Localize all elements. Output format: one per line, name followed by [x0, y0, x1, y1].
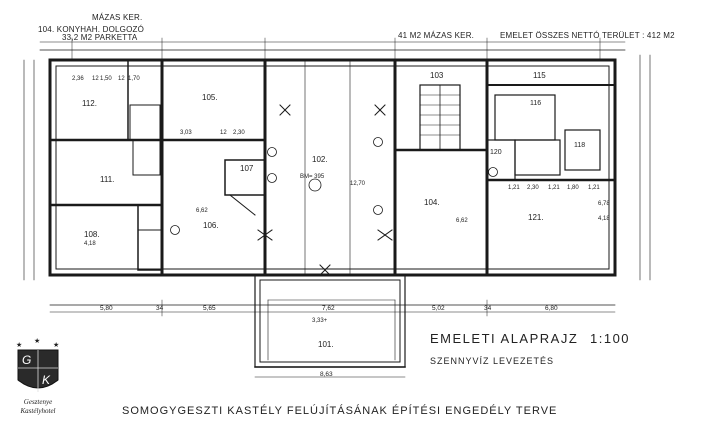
room-115-label: 115 [533, 71, 546, 80]
plan-scale: 1:100 [590, 331, 631, 346]
room-107-label: 107 [240, 164, 254, 173]
logo-star-3: ★ [53, 341, 59, 349]
dim-bottom-1: 34 [156, 305, 164, 312]
dim-misc-5: 3,03 [180, 130, 192, 136]
hotel-logo-shield: G K ★ ★ ★ [16, 337, 59, 392]
dim-misc-15: 1,21 [588, 185, 600, 191]
room-101-label: 101. [318, 340, 334, 349]
room-102-area: BM= 395 [300, 174, 325, 180]
dim-bottom-3: 7,62 [322, 305, 335, 312]
logo-star-1: ★ [16, 341, 22, 349]
dim-misc-0: 2,36 [72, 76, 84, 82]
dim-misc-9: 6,62 [196, 208, 208, 214]
dim-misc-7: 2,30 [233, 130, 245, 136]
room-111-label: 111. [100, 175, 114, 184]
plan-subtitle: SZENNYVÍZ LEVEZETÉS [430, 356, 555, 366]
room-112-label: 112. [82, 99, 97, 108]
project-title: SOMOGYGESZTI KASTÉLY FELÚJÍTÁSÁNAK ÉPÍTÉ… [122, 405, 558, 417]
room-103-label: 103 [430, 71, 444, 80]
note-total-area: EMELET ÖSSZES NETTÓ TERÜLET : 412 M2 [500, 31, 675, 40]
room-121-label: 121. [528, 213, 544, 222]
dim-misc-1: 12 [92, 76, 99, 82]
dim-bottom-0: 5,80 [100, 305, 113, 312]
dim-misc-16: 4,18 [84, 241, 96, 247]
dim-misc-3: 12 [118, 76, 125, 82]
room-120-label: 120 [490, 149, 502, 156]
dim-bottom-6: 6,80 [545, 305, 558, 312]
room-102-label: 102. [312, 155, 328, 164]
dim-bottom-2: 5,65 [203, 305, 216, 312]
dim-misc-13: 1,21 [548, 185, 560, 191]
logo-initial-g: G [22, 353, 31, 367]
room-118-label: 118 [574, 142, 585, 149]
dim-misc-11: 1,21 [508, 185, 520, 191]
dim-misc-14: 1,80 [567, 185, 579, 191]
dim-misc-10: 6,62 [456, 218, 468, 224]
room-108-label: 108. [84, 230, 100, 239]
note-konyhah: 104. KONYHAH. DOLGOZÓ [38, 25, 145, 34]
dim-misc-6: 12 [220, 130, 227, 136]
dim-misc-12: 2,30 [527, 185, 539, 191]
logo-initial-k: K [42, 373, 51, 387]
dim-misc-17: 6,78 [598, 201, 610, 207]
note-41m2: 41 M2 MÁZAS KER. [398, 31, 475, 40]
plan-title: EMELETI ALAPRAJZ [430, 331, 579, 346]
logo-name-line-1: Gesztenye [23, 398, 53, 406]
dim-terrace-width: 8,63 [320, 371, 333, 378]
dim-misc-2: 1,50 [100, 76, 112, 82]
logo-star-2: ★ [34, 337, 40, 345]
dim-terrace-inner: 3,33+ [312, 318, 328, 324]
dim-misc-8: 12,70 [350, 181, 366, 187]
room-116-label: 116 [530, 100, 541, 107]
room-105-label: 105. [202, 93, 218, 102]
dim-bottom-4: 5,02 [432, 305, 445, 312]
room-104-label: 104. [424, 198, 440, 207]
dim-misc-4: 1,70 [128, 76, 140, 82]
room-106-label: 106. [203, 221, 219, 230]
dim-bottom-5: 34 [484, 305, 492, 312]
dim-misc-18: 4,18 [598, 216, 610, 222]
logo-name-line-2: Kastélyhotel [20, 407, 56, 415]
note-mazas-ker: MÁZAS KER. [92, 13, 143, 22]
note-parketta: 33,2 M2 PARKETTA [62, 33, 138, 42]
